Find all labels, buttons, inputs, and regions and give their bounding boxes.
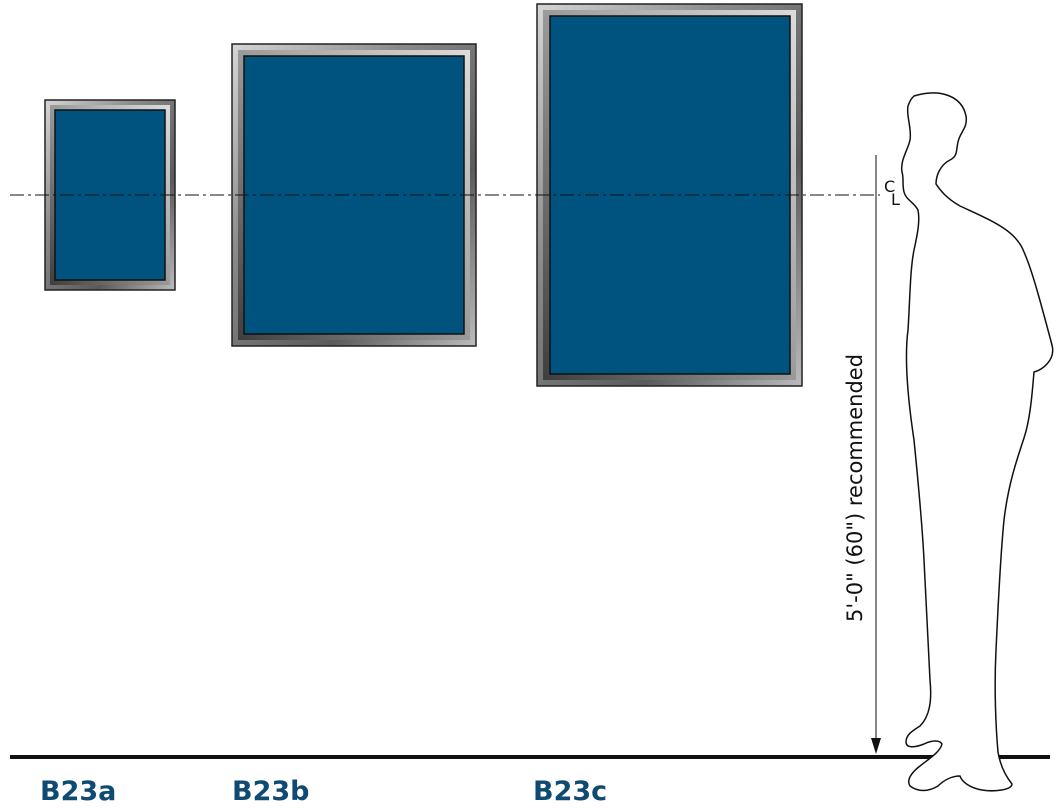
dimension-label: 5'-0" (60") recommended — [843, 354, 867, 622]
dimension-arrowhead — [871, 738, 881, 754]
sign-label-b23c: B23c — [533, 776, 607, 807]
person-silhouette-icon — [900, 92, 1054, 792]
sign-label-b23a: B23a — [40, 776, 116, 807]
centerline-symbol: C L — [884, 177, 900, 209]
centerline-symbol-c: C — [884, 177, 895, 196]
sign-label-b23b: B23b — [232, 776, 309, 807]
centerline-symbol-l: L — [891, 190, 900, 209]
